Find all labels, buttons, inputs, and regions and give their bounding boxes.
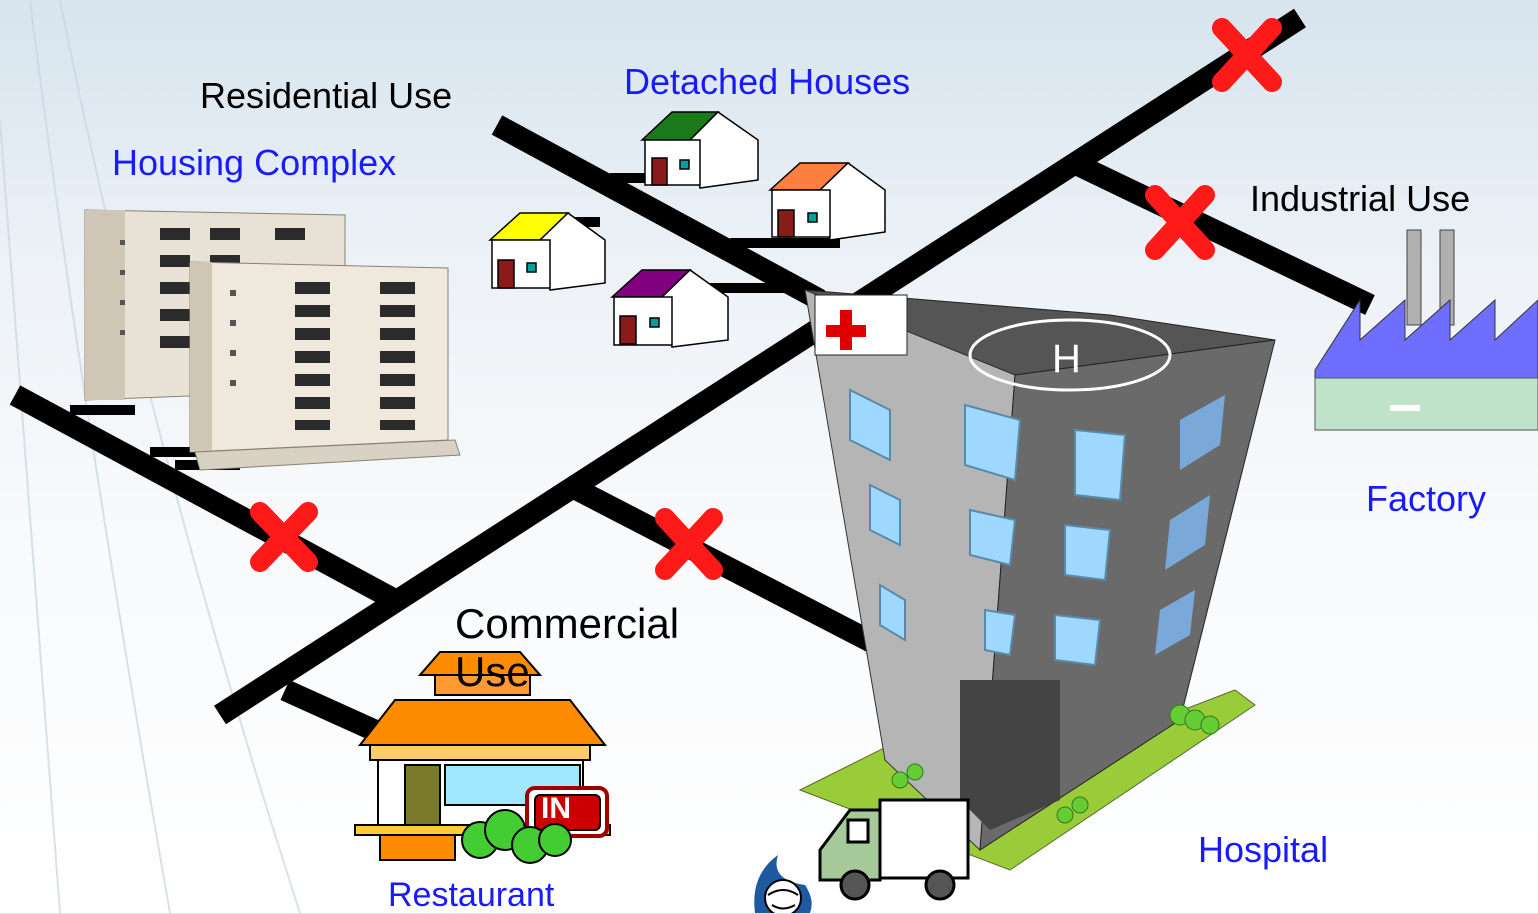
housing-complex-label: Housing Complex [112,142,397,183]
house-orange [768,162,886,241]
house-green [640,111,759,189]
house-purple [610,269,729,348]
factory-illustration [1314,229,1538,431]
prohibited-x-icon [655,508,723,580]
road-network [9,8,1375,771]
restaurant-illustration [354,651,611,864]
housing-complex-illustration [84,209,461,471]
house-yellow [488,212,606,291]
prohibited-marks [250,18,1282,580]
main-road [214,8,1306,725]
industrial-road [1073,155,1375,315]
prohibited-x-icon [1145,185,1215,260]
prohibited-x-icon [1212,18,1282,92]
red-cross-icon [826,310,866,350]
svg-text:H: H [1052,337,1081,381]
industrial-use-label: Industrial Use [1250,178,1471,219]
restaurant-label: Restaurant [388,876,555,914]
housing-road [9,385,401,610]
hospital-illustration: H [798,289,1276,871]
ambulance-icon [818,798,970,901]
restaurant-sign-text: IN [541,792,571,825]
residential-road [491,115,826,310]
prohibited-x-icon [250,502,318,572]
globe-icon [754,855,812,913]
hospital-label: Hospital [1198,829,1329,870]
detached-houses-illustration [488,111,886,348]
factory-label: Factory [1366,478,1487,519]
helipad-icon [968,318,1172,392]
commercial-use-label: Commercial Use [455,600,680,695]
detached-houses-label: Detached Houses [624,61,911,102]
residential-use-label: Residential Use [200,75,453,116]
